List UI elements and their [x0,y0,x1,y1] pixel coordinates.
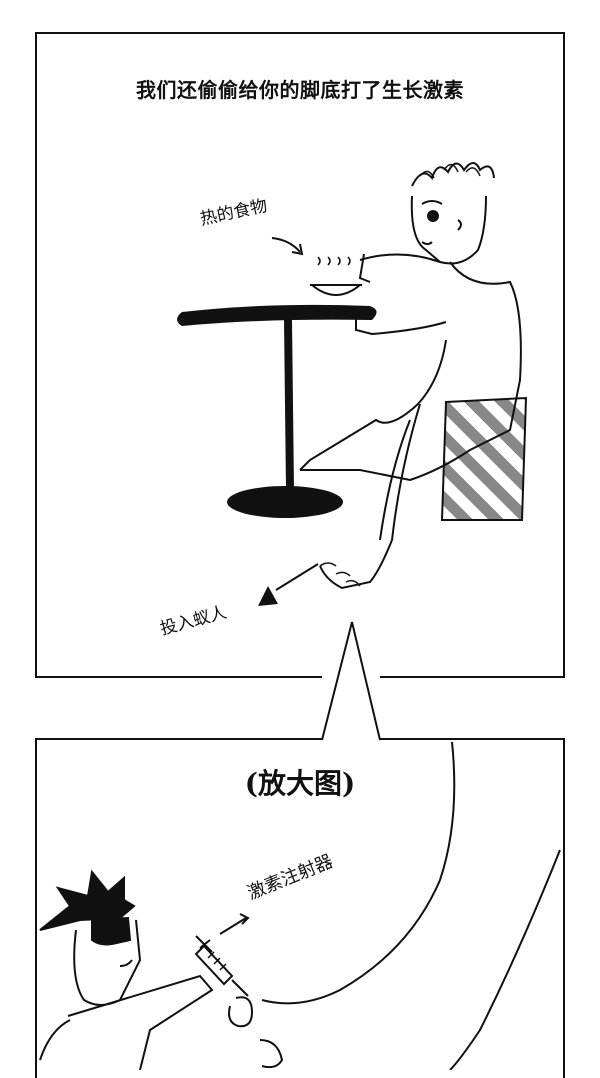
zoomed-foot-outline [449,849,561,1070]
ant-man-arrow [258,563,319,606]
table [177,304,377,518]
zoomed-leg-outline [261,741,456,1005]
striped-stool [440,396,528,521]
zoom-panel [35,738,565,1078]
hormone-syringe [194,935,249,997]
tiny-agent-figure [39,869,284,1070]
zoom-panel-caption: (放大图) [244,767,356,800]
syringe-arrow [219,913,250,935]
zoom-callout-tail [321,621,381,742]
seated-person [299,162,522,590]
hot-food-bowl [309,256,363,296]
top-panel-caption: 我们还偷偷给你的脚底打了生长激素 [136,78,464,102]
food-arrow [271,237,304,256]
top-panel [35,32,565,678]
